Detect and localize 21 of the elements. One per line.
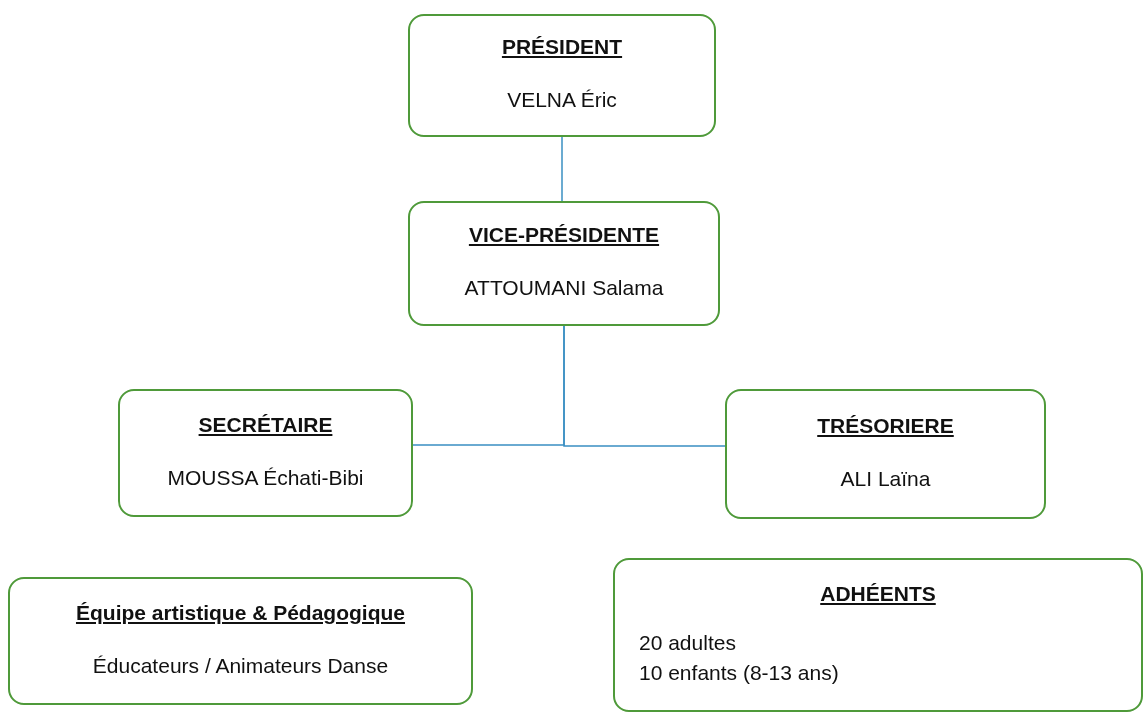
role-title: ADHÉENTS	[820, 581, 936, 606]
role-title: PRÉSIDENT	[501, 35, 623, 60]
member-name: 20 adultes	[639, 629, 736, 656]
connector-line	[563, 325, 726, 447]
member-name: MOUSSA Échati-Bibi	[167, 464, 364, 491]
connector-line	[561, 136, 563, 202]
role-box	[118, 389, 413, 517]
role-title: Équipe artistique & Pédagogique	[75, 600, 405, 625]
member-name: Éducateurs / Animateurs Danse	[92, 652, 389, 679]
role-box	[725, 389, 1046, 519]
member-name: VELNA Éric	[507, 87, 617, 114]
role-title: SECRÉTAIRE	[198, 412, 333, 437]
role-box	[8, 577, 473, 705]
role-box	[408, 201, 720, 326]
member-name: ALI Laïna	[840, 465, 931, 492]
role-title: TRÉSORIERE	[817, 413, 954, 438]
role-box	[408, 14, 716, 137]
role-title: VICE-PRÉSIDENTE	[468, 223, 660, 248]
member-name: ATTOUMANI Salama	[464, 275, 664, 302]
role-box	[613, 558, 1143, 712]
member-name: 10 enfants (8-13 ans)	[639, 660, 839, 686]
